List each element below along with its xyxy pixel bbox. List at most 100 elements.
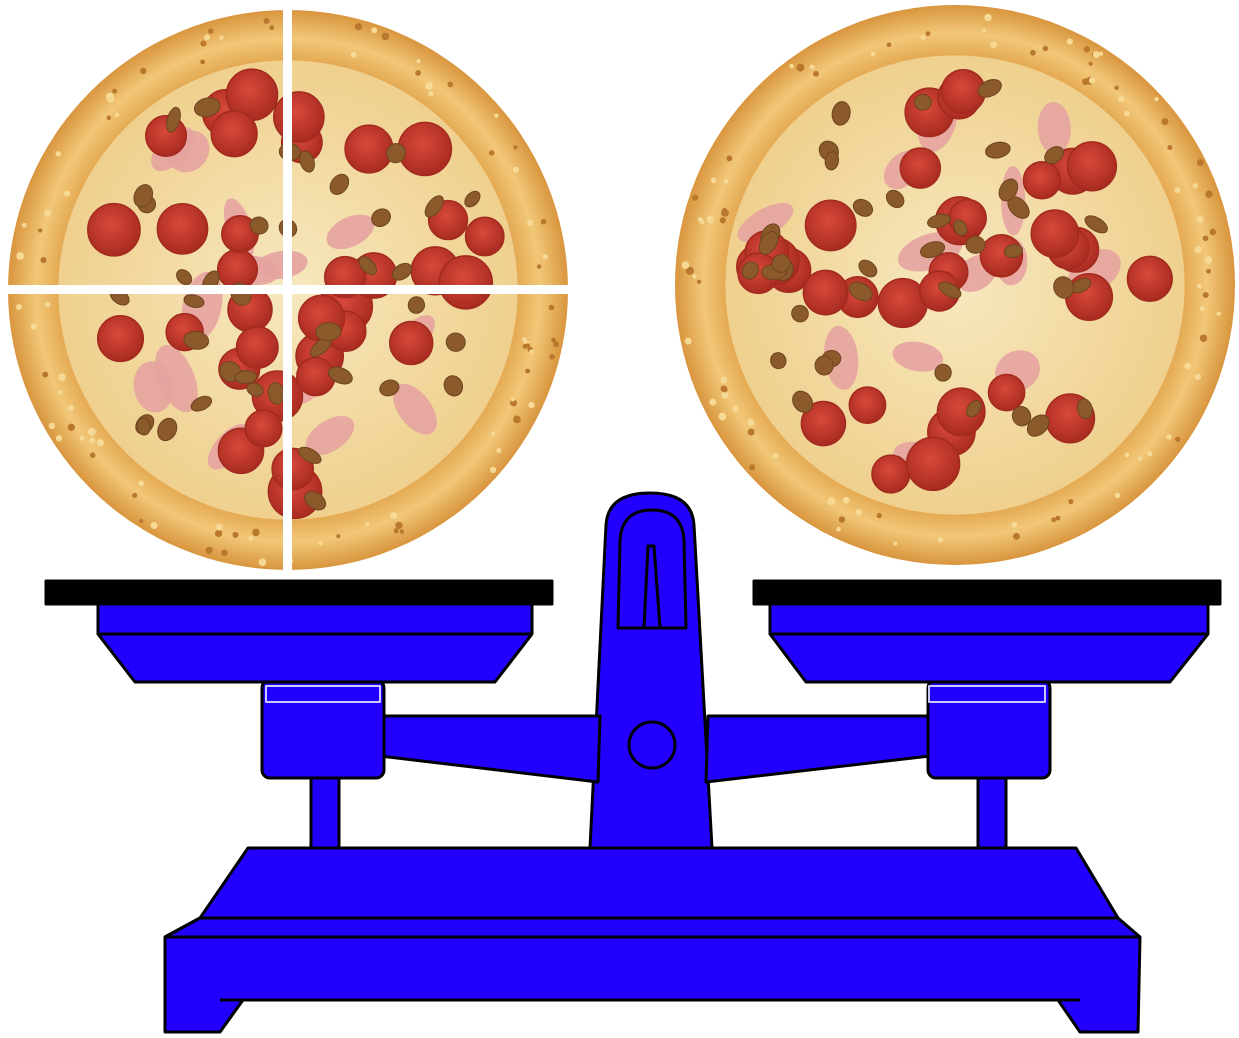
crust-speckle: [809, 65, 814, 70]
crust-speckle: [796, 64, 804, 72]
crust-speckle: [721, 209, 729, 217]
crust-speckle: [529, 349, 533, 353]
crust-speckle: [1089, 62, 1093, 66]
crust-speckle: [382, 33, 390, 41]
crust-speckle: [843, 497, 850, 504]
crust-speckle: [1166, 434, 1172, 440]
crust-speckle: [1068, 499, 1073, 504]
crust-speckle: [1030, 50, 1036, 56]
crust-speckle: [1043, 46, 1049, 52]
crust-speckle: [140, 68, 146, 74]
crust-speckle: [425, 82, 433, 90]
crust-speckle: [709, 399, 716, 406]
crust-speckle: [395, 522, 402, 529]
sausage: [772, 254, 791, 273]
crust-speckle: [721, 377, 728, 384]
slice-cut-horizontal: [4, 285, 572, 294]
crust-speckle: [252, 529, 259, 536]
crust-speckle: [1124, 111, 1130, 117]
crust-speckle: [351, 52, 357, 58]
crust-speckle: [537, 264, 542, 269]
crust-speckle: [22, 223, 27, 228]
pepperoni: [398, 122, 451, 175]
pepperoni: [146, 116, 187, 157]
crust-speckle: [697, 280, 701, 284]
crust-speckle: [722, 386, 728, 392]
crust-speckle: [448, 82, 454, 88]
crust-speckle: [706, 216, 713, 223]
crust-speckle: [365, 522, 369, 526]
crust-speckle: [200, 40, 206, 46]
crust-speckle: [106, 93, 114, 101]
crust-speckle: [685, 338, 692, 345]
crust-speckle: [16, 252, 24, 260]
crust-speckle: [138, 480, 144, 486]
crust-speckle: [355, 23, 362, 30]
crust-speckle: [394, 528, 399, 533]
crust-speckle: [511, 397, 515, 401]
crust-speckle: [415, 70, 421, 76]
scale-right-pan-top: [754, 581, 1220, 604]
crust-speckle: [64, 190, 70, 196]
crust-speckle: [1115, 493, 1120, 498]
crust-speckle: [722, 391, 729, 398]
crust-speckle: [938, 537, 944, 543]
crust-speckle: [1197, 284, 1202, 289]
crust-speckle: [107, 115, 111, 119]
crust-speckle: [68, 405, 74, 411]
sausage: [966, 236, 986, 254]
crust-speckle: [1099, 52, 1103, 56]
crust-speckle: [1125, 452, 1130, 457]
crust-speckle: [79, 436, 84, 441]
crust-speckle: [549, 305, 555, 311]
pepperoni: [88, 204, 140, 256]
crust-speckle: [1206, 269, 1211, 274]
crust-speckle: [1055, 516, 1060, 521]
crust-speckle: [208, 28, 214, 34]
scale-beam-left: [380, 716, 600, 782]
crust-speckle: [1118, 96, 1124, 102]
scale-beam-right: [706, 716, 930, 782]
crust-speckle: [56, 435, 62, 441]
crust-speckle: [1067, 38, 1073, 44]
crust-speckle: [1084, 46, 1090, 52]
crust-speckle: [1167, 145, 1172, 150]
pepperoni: [297, 358, 335, 396]
crust-speckle: [496, 448, 501, 453]
crust-speckle: [132, 493, 137, 498]
crust-speckle: [1138, 456, 1142, 460]
crust-speckle: [489, 150, 494, 155]
crust-speckle: [692, 194, 698, 200]
crust-speckle: [773, 453, 779, 459]
crust-speckle: [269, 25, 274, 30]
crust-speckle: [711, 178, 716, 183]
crust-speckle: [692, 274, 696, 278]
crust-speckle: [390, 512, 397, 519]
pepperoni: [157, 204, 207, 254]
pepperoni: [211, 111, 257, 157]
crust-speckle: [1195, 374, 1201, 380]
crust-speckle: [336, 534, 340, 538]
pepperoni: [466, 217, 504, 255]
crust-speckle: [871, 52, 876, 57]
crust-speckle: [44, 210, 51, 217]
crust-speckle: [698, 217, 703, 222]
crust-speckle: [151, 522, 158, 529]
pepperoni: [98, 316, 144, 362]
crust-speckle: [513, 416, 521, 424]
crust-speckle: [58, 373, 66, 381]
crust-speckle: [726, 156, 732, 162]
crust-speckle: [513, 145, 517, 149]
crust-speckle: [984, 14, 992, 22]
pepperoni: [989, 374, 1025, 410]
crust-speckle: [813, 71, 819, 77]
crust-speckle: [216, 524, 223, 531]
crust-speckle: [1011, 522, 1017, 528]
crust-speckle: [491, 431, 495, 435]
crust-speckle: [1093, 51, 1100, 58]
pepperoni: [1067, 142, 1116, 191]
crust-speckle: [1195, 246, 1202, 253]
crust-speckle: [893, 541, 897, 545]
crust-speckle: [249, 536, 254, 541]
pepperoni: [439, 256, 492, 309]
